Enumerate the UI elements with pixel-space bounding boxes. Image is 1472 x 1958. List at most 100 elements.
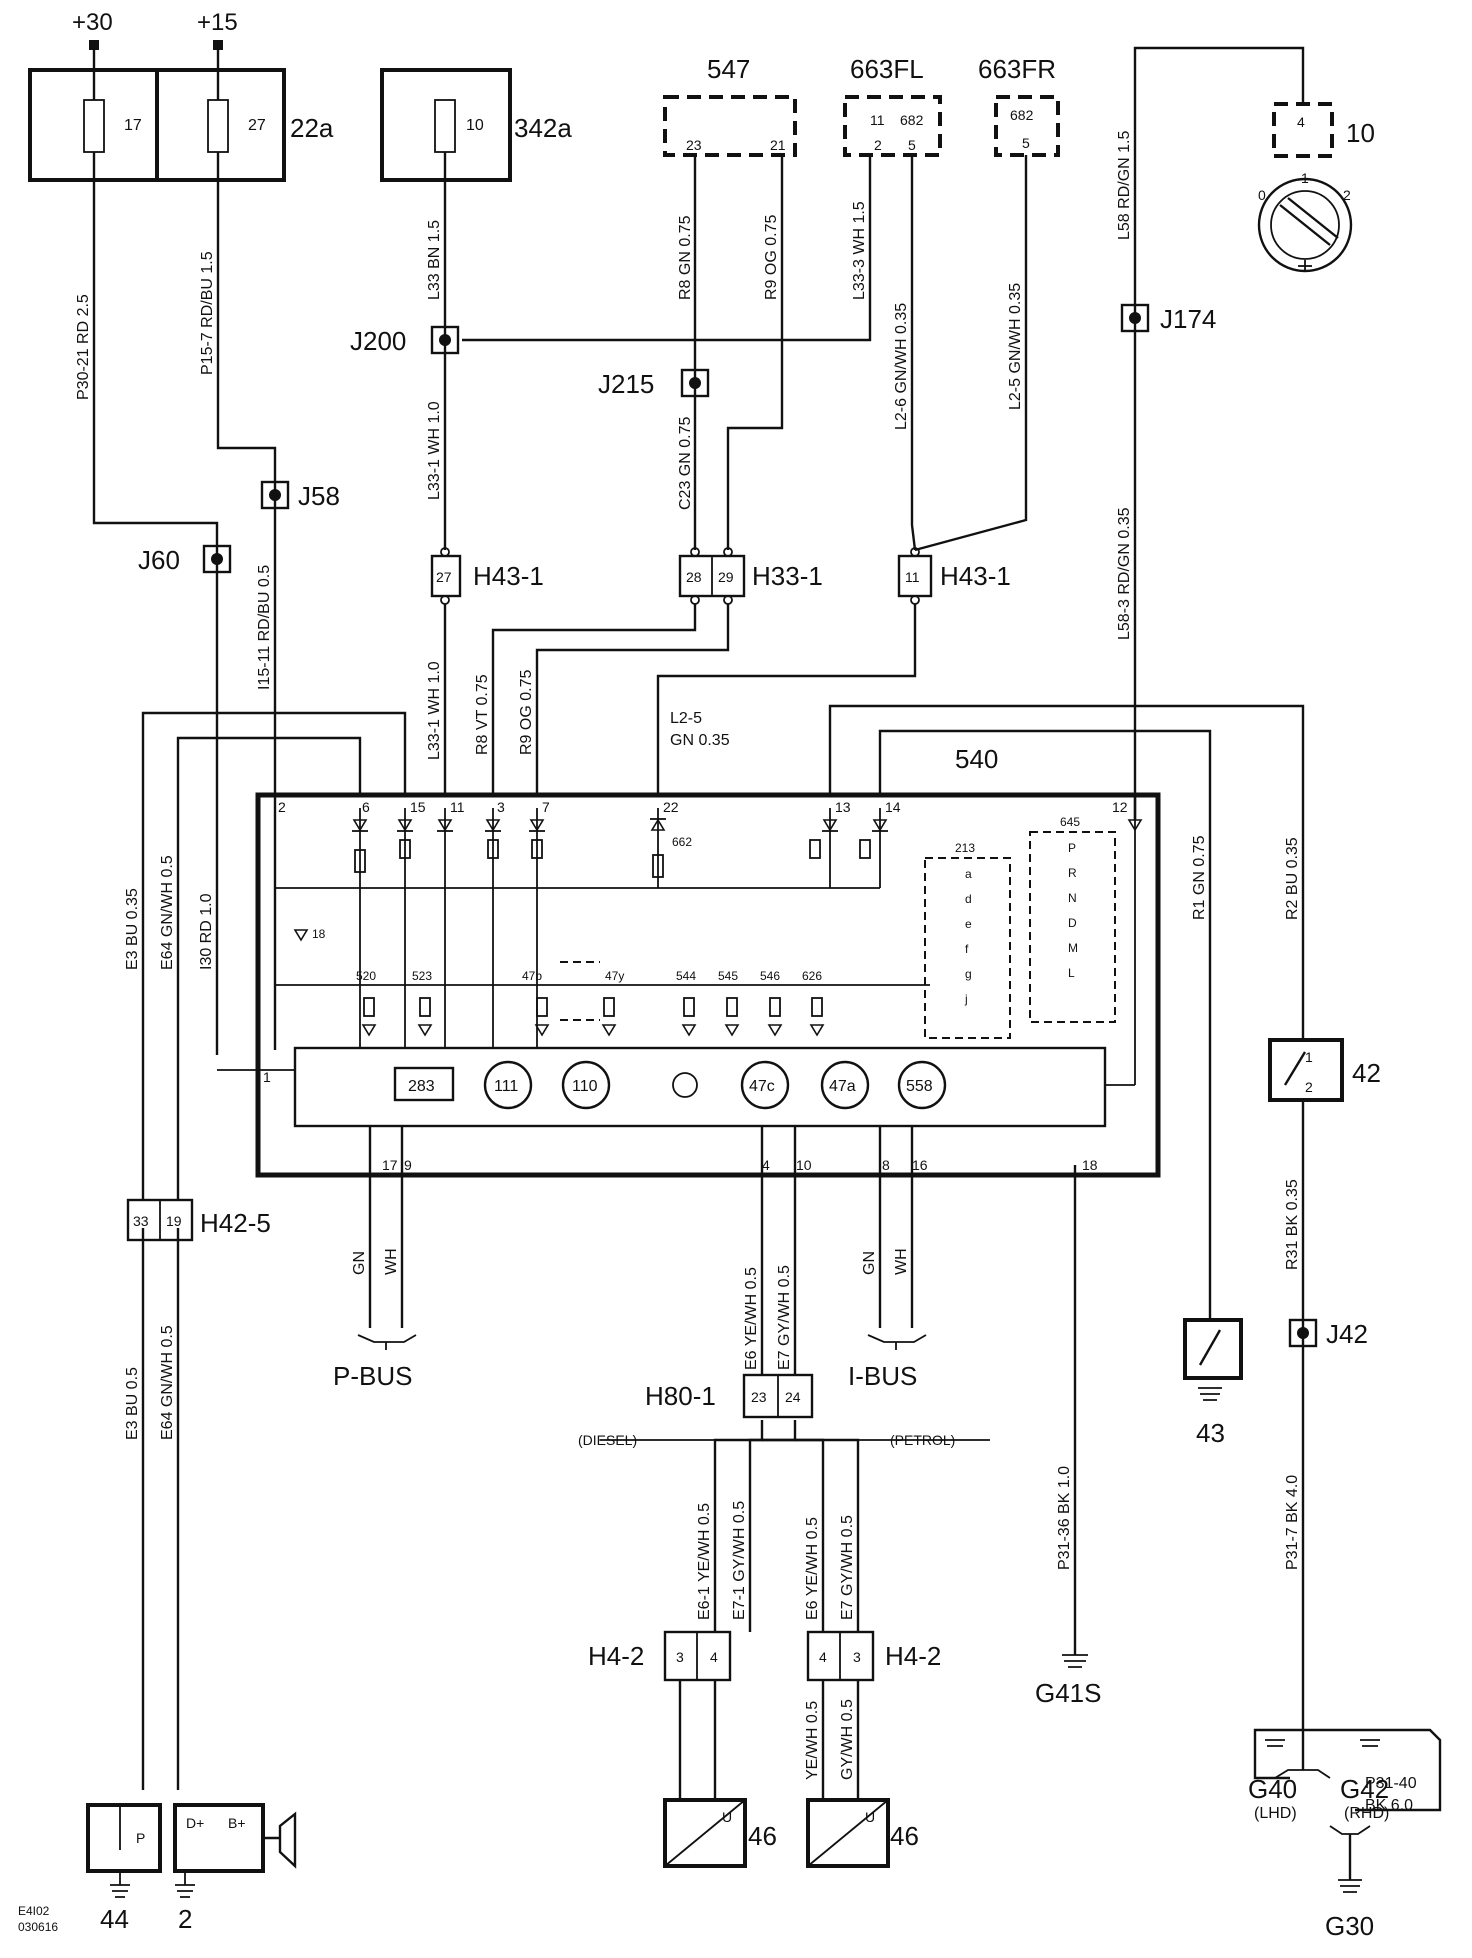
- connector-label: H33-1: [752, 561, 823, 591]
- lamp-label: 47b: [522, 969, 542, 983]
- ignition-switch-icon: 0 1 2: [1257, 170, 1353, 273]
- pin-label: 27: [436, 569, 452, 585]
- connector-label: H42-5: [200, 1208, 271, 1238]
- pin-label: 14: [885, 799, 901, 815]
- wire-label: L58-3 RD/GN 0.35: [1116, 507, 1133, 640]
- component-10-label: 10: [1346, 118, 1375, 148]
- junction-j58-label: J58: [298, 481, 340, 511]
- wire-labels-lower: GN WH GN WH E6 YE/WH 0.5 E7 GY/WH 0.5 E3…: [124, 1179, 1417, 1814]
- pin-label: 12: [1112, 799, 1128, 815]
- wire-labels-upper: P30-21 RD 2.5 P15-7 RD/BU 1.5 L33 BN 1.5…: [75, 131, 1133, 640]
- label-18: 18: [312, 927, 326, 941]
- pin-label: 23: [686, 137, 702, 153]
- lamp-label: 47y: [605, 969, 624, 983]
- p-bus-label: P-BUS: [333, 1361, 412, 1391]
- pin-label: 10: [796, 1157, 812, 1173]
- wire-label: E64 GN/WH 0.5: [159, 855, 176, 970]
- doc-code-line1: E4I02: [18, 1904, 50, 1918]
- wire-label: I30 RD 1.0: [198, 893, 215, 970]
- wire-label: R8 VT 0.75: [474, 674, 491, 755]
- wire-label: E7 GY/WH 0.5: [839, 1515, 856, 1620]
- pin-label: 3: [497, 799, 505, 815]
- group-item: d: [965, 892, 972, 906]
- gauge-283-label: 283: [408, 1078, 435, 1095]
- group-label: 213: [955, 841, 975, 855]
- i-bus-label: I-BUS: [848, 1361, 917, 1391]
- fuse-27-label: 27: [248, 117, 266, 134]
- connector-label: H43-1: [473, 561, 544, 591]
- connector-h4-2-left: 3 4 H4-2: [588, 1630, 732, 1682]
- switch-42: 1 2 42: [1268, 1038, 1381, 1102]
- switch-pos-0: 0: [1258, 187, 1266, 203]
- pin-label: 13: [835, 799, 851, 815]
- instrument-cluster-540: 540: [217, 744, 1161, 1178]
- pin-label: 682: [1010, 107, 1034, 123]
- component-46-label: 46: [748, 1821, 777, 1851]
- fuse-box-342a: 10 342a: [380, 68, 572, 182]
- pin-label: 24: [785, 1389, 801, 1405]
- connector-h43-1-right: 11 H43-1: [897, 547, 1011, 605]
- wire-label: P15-7 RD/BU 1.5: [199, 251, 216, 375]
- pin-label: B+: [228, 1815, 246, 1831]
- wire-label: E6 YE/WH 0.5: [743, 1267, 760, 1370]
- pin-label: 8: [882, 1157, 890, 1173]
- group-item: j: [964, 992, 968, 1006]
- wire-label: E3 BU 0.5: [124, 1367, 141, 1440]
- wire-label: WH: [383, 1248, 400, 1275]
- component-663fr: 663FR 682 5: [978, 54, 1060, 157]
- gauge-47c-label: 47c: [749, 1078, 775, 1095]
- switch-pos-2: 2: [1343, 187, 1351, 203]
- diode-icon: [352, 818, 1143, 832]
- wire-label: GN: [351, 1251, 368, 1275]
- wire-label: P30-21 RD 2.5: [75, 294, 92, 400]
- pin-label: 16: [912, 1157, 928, 1173]
- lower-wiring: [141, 1098, 1305, 1800]
- label-662: 662: [672, 835, 692, 849]
- buzzer-icon: [672, 1072, 698, 1098]
- group-item: f: [965, 942, 969, 956]
- sensor-46-left: U 46: [663, 1798, 777, 1868]
- pin-label: U: [865, 1809, 875, 1825]
- wire-label: L58 RD/GN 1.5: [1116, 131, 1133, 240]
- ground-g41s: G41S: [1035, 1654, 1102, 1708]
- pin-label: 6: [362, 799, 370, 815]
- wire-labels-mid: I15-11 RD/BU 0.5 L33-1 WH 1.0 R8 VT 0.75…: [124, 565, 1301, 970]
- group-item: e: [965, 917, 972, 931]
- pin-label: 22: [663, 799, 679, 815]
- wire-label: R31 BK 0.35: [1284, 1179, 1301, 1270]
- wire-label: L33-1 WH 1.0: [426, 401, 443, 500]
- connector-h43-1-left: 27 H43-1: [430, 547, 544, 605]
- group-645: 645 P R N D M L: [1029, 815, 1116, 1023]
- component-43-label: 43: [1196, 1418, 1225, 1448]
- wire-label: L2-5: [670, 710, 702, 727]
- pin-label: 2: [1305, 1079, 1313, 1095]
- switch-pos-1: 1: [1301, 170, 1309, 186]
- group-item: M: [1068, 941, 1078, 955]
- pin-label: 3: [853, 1649, 861, 1665]
- wire-label: WH: [893, 1248, 910, 1275]
- fuse-17-label: 17: [124, 117, 142, 134]
- pin-label: 11: [870, 112, 885, 128]
- resistor-icon: [354, 839, 871, 1017]
- junction-j215-label: J215: [598, 369, 654, 399]
- wire-label: GN 0.35: [670, 732, 730, 749]
- ground-g42-label: G42: [1340, 1774, 1389, 1804]
- wire-label: GY/WH 0.5: [839, 1699, 856, 1780]
- pin-label: 4: [1297, 114, 1305, 130]
- fuse-10-label: 10: [466, 117, 484, 134]
- gauge-110-label: 110: [572, 1078, 598, 1095]
- group-item: a: [965, 867, 972, 881]
- connector-label: H80-1: [645, 1381, 716, 1411]
- fuse-box-22a: 17 27 22a: [28, 68, 334, 182]
- connector-h4-2-right: 4 3 H4-2: [806, 1630, 941, 1682]
- junction-j174-label: J174: [1160, 304, 1216, 334]
- wire-label: L2-6 GN/WH 0.35: [893, 303, 910, 430]
- junction-j60-label: J60: [138, 545, 180, 575]
- wire-label: P31-7 BK 4.0: [1284, 1475, 1301, 1570]
- pin-label: 4: [819, 1649, 827, 1665]
- connector-label: H4-2: [885, 1641, 941, 1671]
- junction-j200-label: J200: [350, 326, 406, 356]
- pin-label: 3: [676, 1649, 684, 1665]
- wire-label: L33 BN 1.5: [426, 220, 443, 300]
